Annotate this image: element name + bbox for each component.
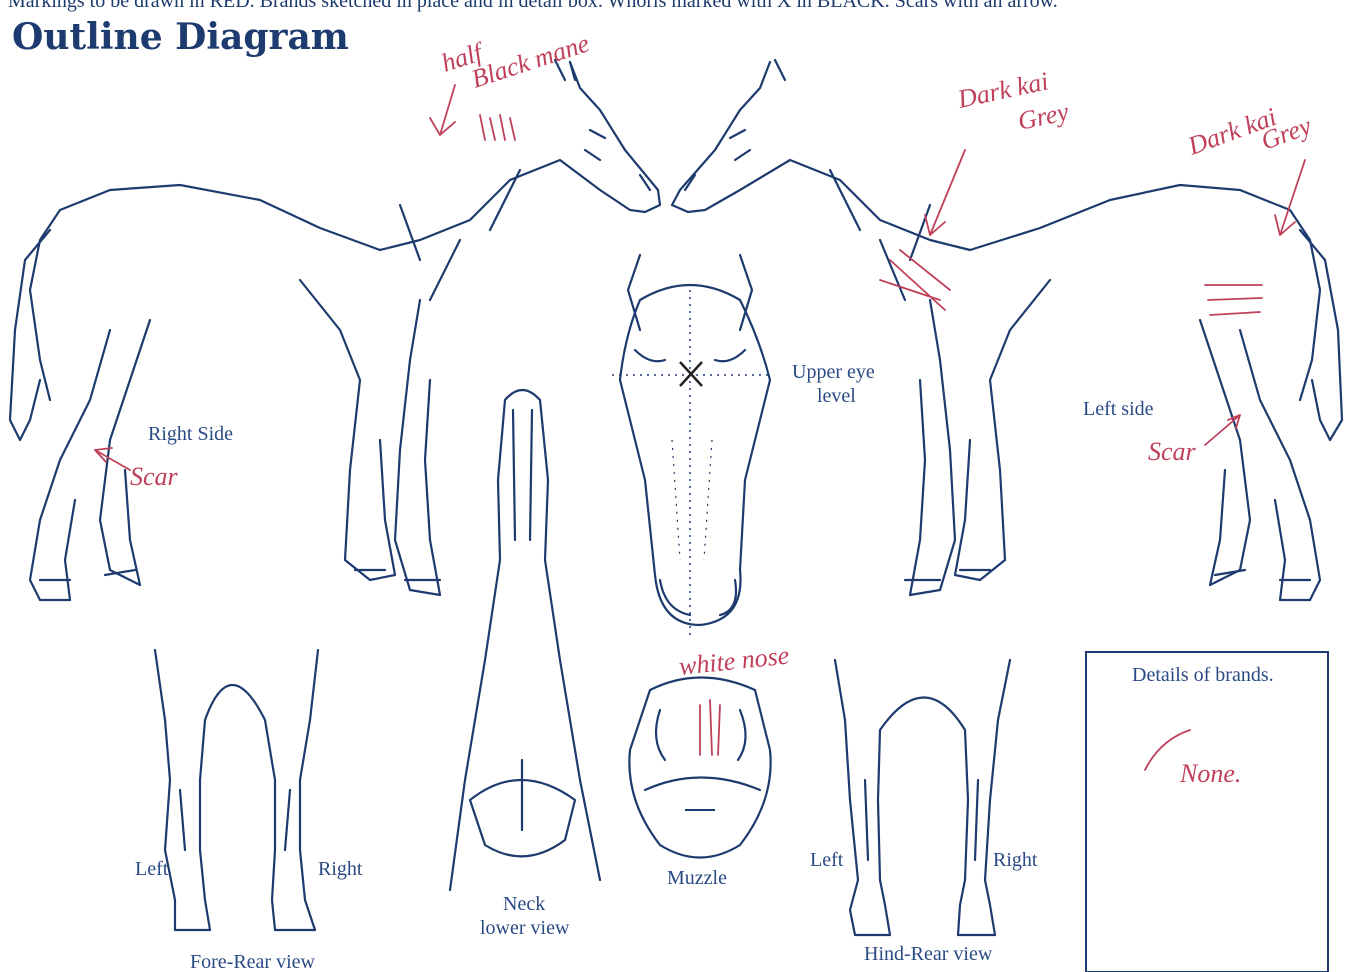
hind-rear-view-label: Hind-Rear view [864, 943, 993, 965]
right-side-label: Right Side [148, 423, 233, 445]
upper-eye-level-label: level [817, 385, 856, 407]
front-head-outline [612, 255, 772, 640]
handwritten-white-nose: white nose [678, 641, 791, 681]
neck-lower-view-label: lower view [480, 917, 570, 939]
neck-lower-view-outline [450, 390, 600, 890]
fore-left-label: Left [135, 858, 169, 880]
muzzle-label: Muzzle [667, 867, 727, 889]
handwritten-scar-right: Scar [130, 462, 179, 491]
handwritten-dark-grey-1-line2: Grey [1015, 97, 1071, 136]
fore-rear-view-outline [155, 650, 318, 930]
upper-eye-label: Upper eye [792, 361, 875, 383]
whorl-mark [680, 362, 702, 386]
neck-label: Neck [503, 893, 545, 915]
handwritten-black-mane: Black mane [468, 28, 593, 93]
brands-box-title: Details of brands. [1132, 664, 1274, 686]
brands-detail-box [1086, 652, 1328, 972]
hind-left-label: Left [810, 849, 844, 871]
fore-right-label: Right [318, 858, 363, 880]
handwritten-brands-none: None. [1179, 759, 1241, 788]
hind-rear-view-outline [835, 660, 1010, 935]
fore-rear-view-label: Fore-Rear view [190, 951, 316, 972]
handwritten-scar-left: Scar [1148, 437, 1197, 466]
hind-right-label: Right [993, 849, 1038, 871]
left-side-label: Left side [1083, 398, 1154, 420]
right-side-horse-outline [10, 60, 660, 600]
